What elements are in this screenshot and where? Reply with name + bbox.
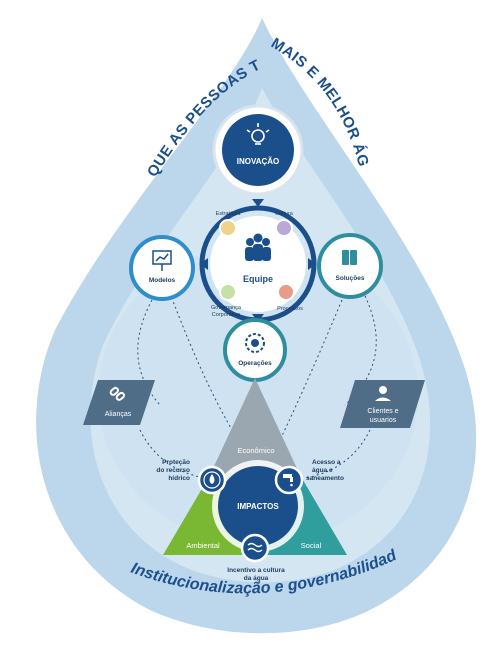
strategy-ball: Estratégia: [216, 211, 242, 237]
access-label-2: água e: [312, 467, 333, 474]
operations-node: Operações: [223, 318, 287, 382]
gear-icon: [245, 333, 265, 353]
waves-icon: [247, 542, 263, 553]
protection-label-2: do recurso: [156, 467, 190, 474]
clients-box: Clientes e usuarios: [340, 380, 425, 428]
water-protection-badge: [197, 465, 227, 495]
clients-label-1: Clientes e: [367, 408, 398, 415]
alliances-box: Alianças: [83, 380, 155, 425]
team-label: Equipe: [243, 274, 273, 284]
arrow-team-right: [308, 258, 316, 270]
presentation-board-icon: [152, 250, 172, 271]
team-people-icon: [245, 233, 271, 261]
faucet-icon: [283, 474, 293, 487]
solutions-label: Soluções: [336, 275, 365, 282]
culture-label: Cultura: [275, 211, 294, 217]
water-drop-icon: [203, 471, 221, 489]
culture-incentive-label-2: da água: [244, 575, 269, 582]
governance-label-1: Governança: [211, 305, 242, 311]
governance-label-2: Corporativa: [212, 312, 241, 318]
protection-label-1: Proteção: [162, 459, 190, 466]
lightbulb-icon: [246, 123, 270, 145]
social-label: Social: [301, 541, 322, 550]
culture-ball: Cultura: [275, 211, 294, 237]
alliances-label: Alianças: [105, 411, 132, 418]
environmental-label: Ambiental: [186, 541, 220, 550]
processes-label: Processos: [277, 306, 303, 312]
arrow-team-left: [200, 258, 208, 270]
arrow-innovation-down: [252, 199, 264, 207]
access-label-1: Acesso a: [312, 459, 341, 466]
water-culture-badge: [240, 533, 270, 563]
protection-label-3: hídrico: [168, 475, 190, 482]
governance-ball: Governança Corporativa: [211, 283, 242, 318]
strategy-label: Estratégia: [216, 211, 242, 217]
user-icon: [375, 386, 391, 401]
clients-label-2: usuarios: [370, 417, 397, 424]
arrow-team-down: [252, 314, 264, 322]
innovation-node: INOVAÇÃO: [212, 104, 304, 196]
solutions-node: Soluções: [317, 233, 383, 299]
models-label: Modelos: [149, 277, 176, 284]
innovation-label: INOVAÇÃO: [237, 157, 280, 166]
link-icon: [109, 386, 125, 401]
culture-incentive-label-1: Incentivo a cultura: [227, 567, 285, 574]
processes-ball: Processos: [277, 283, 303, 312]
impact-label: IMPACTOS: [237, 502, 279, 511]
access-label-3: saneamento: [306, 475, 344, 482]
team-node: Equipe: [199, 205, 317, 323]
models-node: Modelos: [129, 235, 195, 301]
book-icon: [342, 250, 357, 265]
economic-segment: [210, 378, 300, 475]
economic-label: Econômico: [237, 446, 274, 455]
water-access-badge: [274, 465, 304, 495]
operations-label: Operações: [238, 360, 272, 367]
